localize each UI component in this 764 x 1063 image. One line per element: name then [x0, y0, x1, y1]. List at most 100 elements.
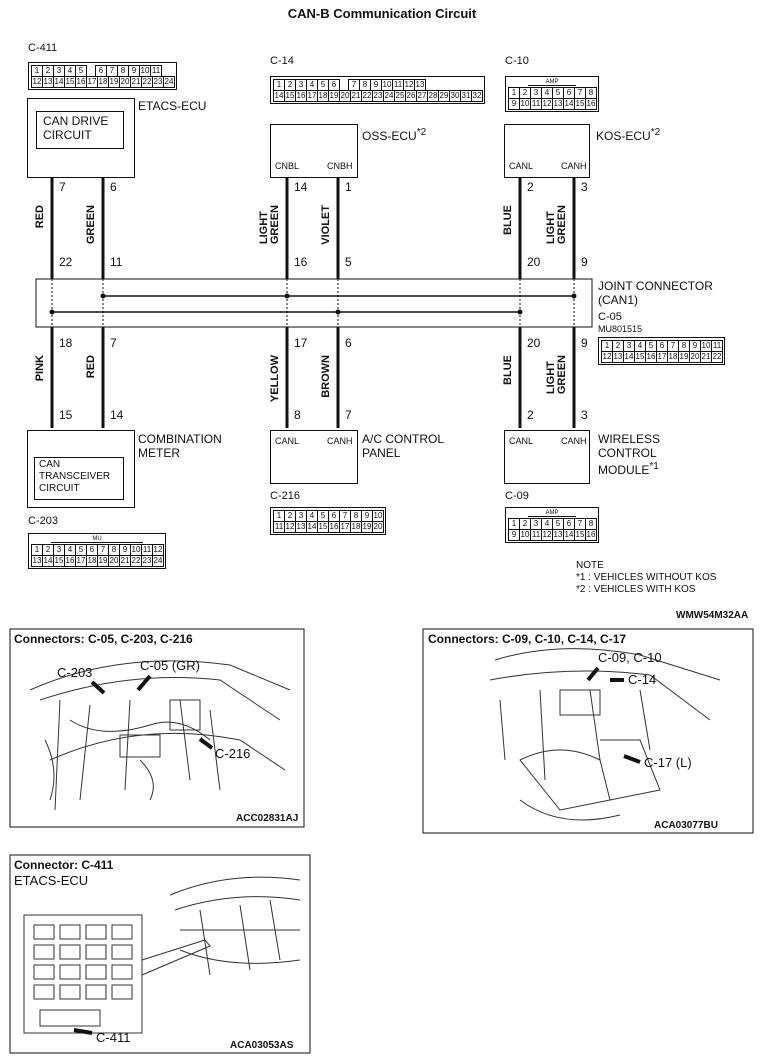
wire-pin-bottom: 8: [294, 408, 301, 422]
diagram-title: CAN-B Communication Circuit: [287, 6, 477, 21]
wire-pin-top: 7: [59, 180, 66, 194]
c09-tag: AMP: [528, 510, 576, 517]
connector-c14-label: C-14: [270, 55, 294, 67]
cnbl-terminal: CNBL: [275, 161, 300, 171]
wire-pin-bottom: 2: [527, 408, 534, 422]
etacs-ecu-sketch: [23, 876, 301, 1034]
note-1: *1 : VEHICLES WITHOUT KOS: [576, 572, 717, 583]
c09-pin-cell: 16: [585, 529, 597, 541]
note-2: *2 : VEHICLES WITH KOS: [576, 584, 696, 595]
oss-ecu-box: CNBL CNBH: [270, 124, 358, 178]
wire-pin-top: 2: [527, 180, 534, 194]
wire-color-label: PINK: [34, 355, 46, 382]
note-title: NOTE: [576, 560, 604, 571]
wire-pin-top: 20: [527, 336, 541, 350]
wire-pin-top: 9: [581, 336, 588, 350]
wire-color-label: LIGHT GREEN: [545, 355, 568, 395]
wire-color-label: GREEN: [85, 205, 97, 245]
panel3-subtitle: ETACS-ECU: [14, 873, 89, 888]
wire-pin-bottom: 15: [59, 408, 73, 422]
panel1-c05-callout: C-05 (GR): [140, 658, 200, 673]
wire-color-label: LIGHT GREEN: [545, 205, 568, 245]
wire-color-label: BLUE: [502, 355, 514, 385]
c203-pin-cell: 24: [152, 555, 164, 567]
connector-c411-label: C-411: [28, 42, 58, 54]
wire-pin-bottom: 11: [110, 255, 123, 269]
wire-pin-bottom: 7: [345, 408, 352, 422]
note-block: NOTE *1 : VEHICLES WITHOUT KOS *2 : VEHI…: [576, 560, 716, 596]
wire-color-label: YELLOW: [269, 355, 281, 403]
panel1-code: ACC02831AJ: [236, 813, 299, 824]
wireless-control-module-label: WIRELESS CONTROL MODULE*1: [598, 432, 661, 477]
combination-meter-box: CAN TRANSCEIVER CIRCUIT: [27, 430, 135, 508]
panel2-code: ACA03077BU: [654, 820, 718, 831]
wire-color-label: LIGHT GREEN: [258, 205, 281, 245]
wire-color-label: BROWN: [320, 355, 332, 398]
canl-terminal-kos: CANL: [509, 161, 534, 171]
wire-pin-top: 3: [581, 180, 588, 194]
wireless-control-module-box: CANL CANH: [504, 430, 590, 484]
etacs-ecu-box: CAN DRIVE CIRCUIT: [27, 98, 135, 178]
wire-pin-bottom: 9: [581, 255, 588, 269]
panel3-title: Connector: C-411: [14, 858, 114, 872]
wire-pin-bottom: 5: [345, 255, 352, 269]
wire-pin-top: 17: [294, 336, 308, 350]
canh-terminal-wcm: CANH: [561, 436, 587, 446]
c14-pin-cell: 32: [471, 90, 483, 102]
panel1-c216-callout: C-216: [215, 746, 251, 761]
wire-pin-bottom: 22: [59, 255, 73, 269]
wire-pin-top: 6: [110, 180, 117, 194]
panel2-c0910-callout: C-09, C-10: [598, 650, 662, 665]
can-drive-circuit-box: CAN DRIVE CIRCUIT: [36, 111, 124, 149]
kos-ecu-box: CANL CANH: [504, 124, 590, 178]
connector-c203-label: C-203: [28, 515, 58, 527]
c216-pin-cell: 20: [372, 521, 384, 533]
wire-pin-top: 7: [110, 336, 117, 350]
panel2-c14-callout: C-14: [628, 672, 657, 687]
panel3-code: ACA03053AS: [230, 1040, 294, 1051]
combination-meter-label: COMBINATION METER: [138, 432, 222, 460]
wire-pin-top: 18: [59, 336, 73, 350]
cnbh-terminal: CNBH: [327, 161, 353, 171]
connector-c216-label: C-216: [270, 490, 300, 502]
wire-color-label: BLUE: [502, 205, 514, 235]
joint-connector-label: JOINT CONNECTOR (CAN1): [598, 279, 713, 307]
wire-pin-bottom: 14: [110, 408, 124, 422]
canl-terminal-ac: CANL: [275, 436, 300, 446]
connector-c05-part: MU801515: [598, 324, 643, 334]
canl-terminal-wcm: CANL: [509, 436, 534, 446]
can-transceiver-circuit-box: CAN TRANSCEIVER CIRCUIT: [34, 457, 124, 500]
joint-connector-box: [35, 278, 593, 328]
panel3-c411-callout: C-411: [96, 1030, 131, 1045]
canh-terminal-kos: CANH: [561, 161, 587, 171]
wire-color-label: RED: [85, 355, 97, 379]
connector-c10-label: C-10: [505, 55, 529, 67]
wire-pin-top: 14: [294, 180, 308, 194]
panel2-c17-callout: C-17 (L): [644, 755, 692, 770]
ac-control-panel-label: A/C CONTROL PANEL: [362, 432, 445, 460]
wire-pin-bottom: 3: [581, 408, 588, 422]
diagram-code: WMW54M32AA: [676, 610, 749, 621]
wire-pin-bottom: 20: [527, 255, 541, 269]
wire-color-label: VIOLET: [320, 205, 332, 245]
wire-pin-top: 6: [345, 336, 352, 350]
connector-c05-label: C-05: [598, 311, 622, 323]
panel1-c203-callout: C-203: [57, 665, 93, 680]
canh-terminal-ac: CANH: [327, 436, 353, 446]
panel1-title: Connectors: C-05, C-203, C-216: [14, 632, 193, 646]
oss-ecu-label: OSS-ECU*2: [362, 127, 427, 143]
c411-pin-cell: 24: [163, 76, 175, 88]
c10-tag: AMP: [528, 79, 576, 86]
c203-tag: MU: [51, 536, 143, 543]
kos-ecu-label: KOS-ECU*2: [596, 127, 661, 143]
wire-pin-bottom: 16: [294, 255, 308, 269]
panel2-title: Connectors: C-09, C-10, C-14, C-17: [428, 632, 627, 646]
dashboard-sketch-1: [29, 660, 291, 811]
